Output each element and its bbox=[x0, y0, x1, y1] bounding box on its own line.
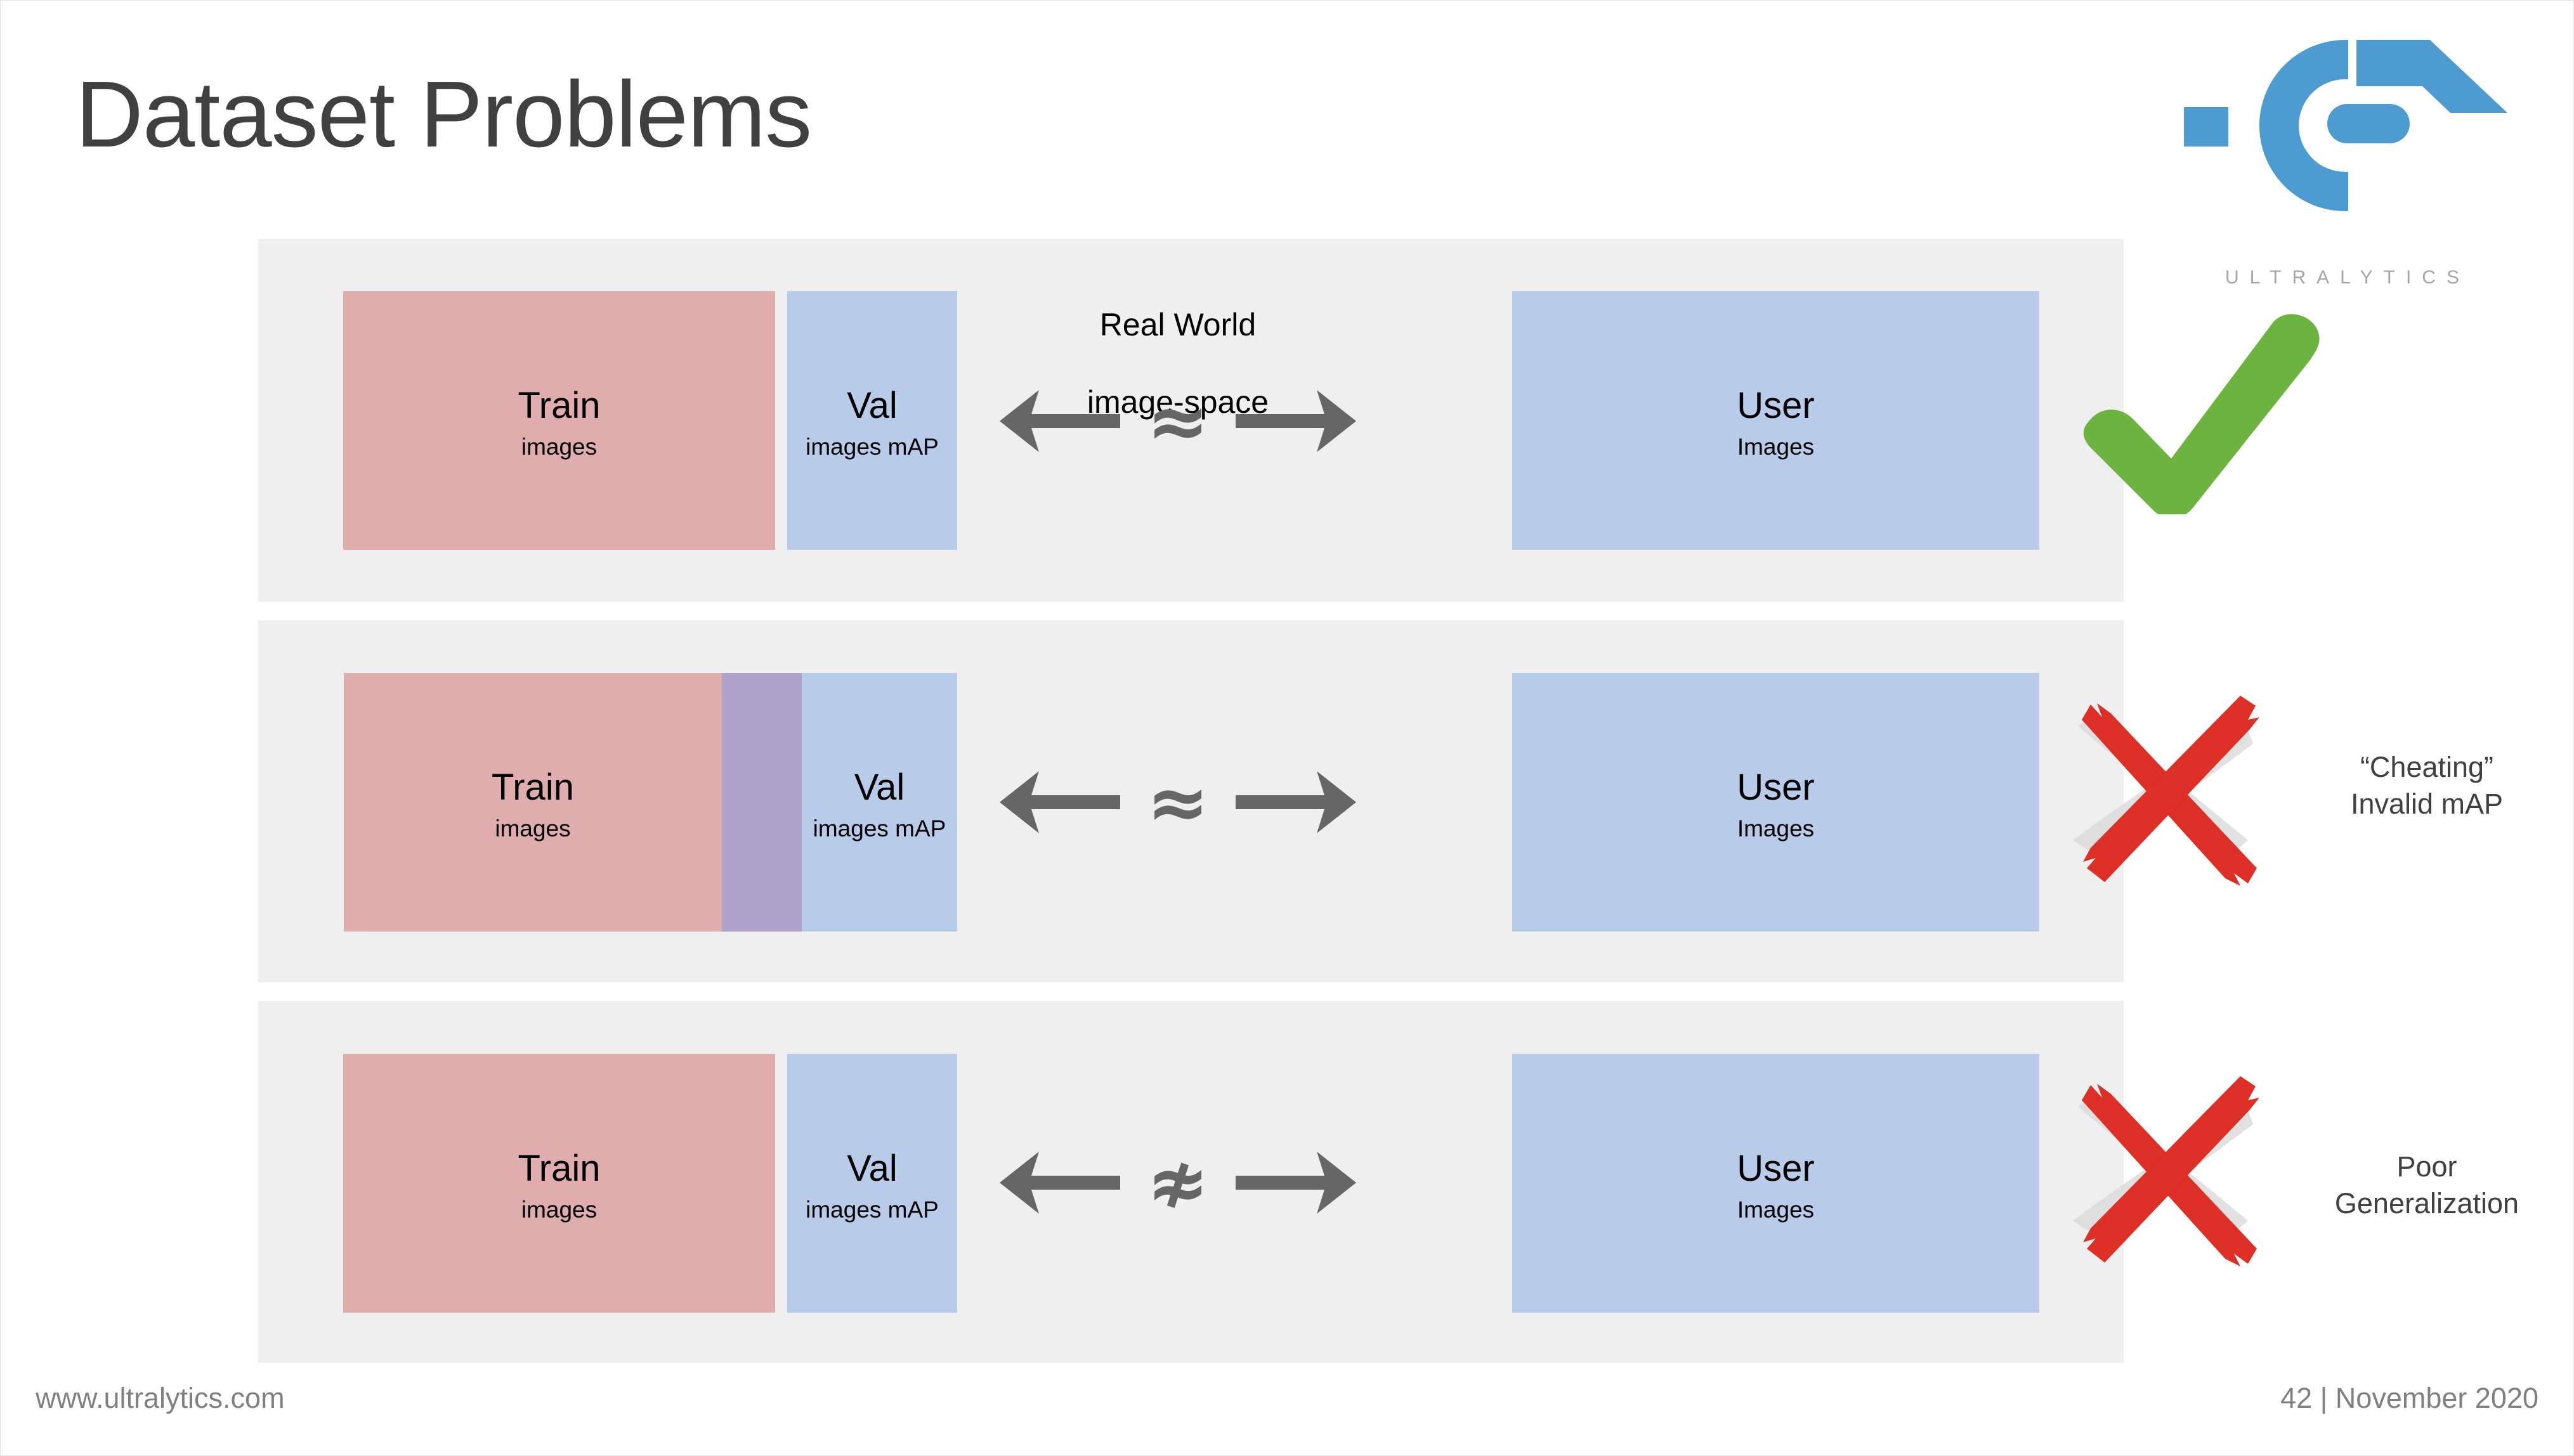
train-sub-row1: images bbox=[521, 434, 598, 460]
val-sub-row2: images mAP bbox=[813, 816, 946, 842]
user-box-row1: User Images bbox=[1512, 291, 2039, 550]
user-box-row2: User Images bbox=[1512, 673, 2039, 932]
relation-row2: ≈ bbox=[988, 755, 1368, 850]
train-sub-row2: images bbox=[495, 816, 571, 842]
train-sub-row3: images bbox=[521, 1197, 598, 1223]
footer-website[interactable]: www.ultralytics.com bbox=[36, 1382, 285, 1414]
arrow-right-icon-row3 bbox=[1236, 1152, 1357, 1214]
arrow-left-icon-row2 bbox=[999, 771, 1120, 833]
train-box-row3: Train images bbox=[343, 1054, 775, 1313]
cross-icon-row2 bbox=[2073, 696, 2259, 886]
val-title-row1: Val bbox=[847, 385, 898, 426]
not-approx-symbol-row3: ≉ bbox=[1146, 1139, 1210, 1226]
verdict-text-row2: “Cheating” Invalid mAP bbox=[2350, 751, 2504, 820]
real-world-line2: image-space bbox=[1087, 384, 1269, 420]
cross-icon-row3 bbox=[2073, 1076, 2259, 1266]
arrow-right-icon-row1 bbox=[1236, 390, 1357, 452]
approx-symbol-row1: ≈ bbox=[1146, 377, 1210, 465]
overlap-box-row2 bbox=[722, 673, 802, 932]
approx-symbol-row2: ≈ bbox=[1146, 758, 1210, 846]
val-title-row3: Val bbox=[847, 1148, 898, 1189]
arrow-left-icon-row1 bbox=[999, 390, 1120, 452]
diagram-row-domain-shift: Train images Val images mAP ≉ User Image… bbox=[258, 1001, 2124, 1363]
footer-page-date: 42 | November 2020 bbox=[2280, 1382, 2538, 1414]
val-box-row1: Val images mAP bbox=[787, 291, 957, 550]
train-title-row3: Train bbox=[518, 1148, 601, 1189]
user-title-row1: User bbox=[1737, 385, 1815, 426]
val-box-row3: Val images mAP bbox=[787, 1054, 957, 1313]
diagram-row-leaky-split: Train images Val images mAP ≈ User Image… bbox=[258, 620, 2124, 982]
user-title-row2: User bbox=[1737, 767, 1815, 808]
real-world-line1: Real World bbox=[1099, 307, 1257, 342]
user-sub-row3: Images bbox=[1737, 1197, 1815, 1223]
train-title-row1: Train bbox=[518, 385, 601, 426]
train-title-row2: Train bbox=[492, 767, 574, 808]
train-box-row1: Train images bbox=[343, 291, 775, 550]
logo: ULTRALYTICS bbox=[2157, 26, 2538, 299]
ultralytics-mark-icon bbox=[2184, 40, 2507, 211]
relation-row1: ≈ bbox=[988, 374, 1368, 469]
val-box-row2: Val images mAP bbox=[802, 673, 957, 932]
real-world-label: Real World image-space bbox=[988, 267, 1368, 422]
arrow-right-icon-row2 bbox=[1236, 771, 1357, 833]
user-sub-row2: Images bbox=[1737, 816, 1815, 842]
user-sub-row1: Images bbox=[1737, 434, 1815, 460]
val-sub-row3: images mAP bbox=[806, 1197, 939, 1223]
user-box-row3: User Images bbox=[1512, 1054, 2039, 1313]
val-title-row2: Val bbox=[854, 767, 905, 808]
user-title-row3: User bbox=[1737, 1148, 1815, 1189]
verdict-text-row3: Poor Generalization bbox=[2334, 1150, 2519, 1219]
page-title: Dataset Problems bbox=[75, 62, 812, 167]
arrow-left-icon-row3 bbox=[999, 1152, 1120, 1214]
diagram-row-valid-split: Train images Val images mAP Real World i… bbox=[258, 239, 2124, 602]
val-sub-row1: images mAP bbox=[806, 434, 939, 460]
logo-wordmark: ULTRALYTICS bbox=[2225, 267, 2470, 288]
check-icon-row1 bbox=[2083, 314, 2320, 514]
train-box-row2: Train images bbox=[344, 673, 722, 932]
relation-row3: ≉ bbox=[988, 1135, 1368, 1230]
